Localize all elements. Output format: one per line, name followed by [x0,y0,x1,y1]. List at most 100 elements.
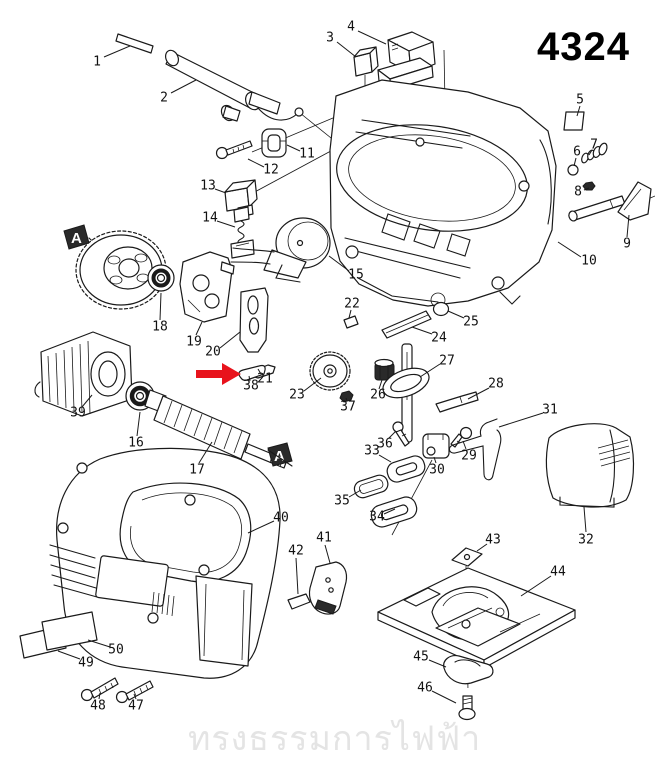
part-label-28: 28 [488,377,504,392]
leader-line-part-8 [583,187,590,191]
part-24-bar [381,310,432,339]
leader-line-part-41 [324,544,331,564]
part-label-21: 21 [257,372,273,387]
part-26-bushing [374,358,395,381]
leader-line-part-14 [216,220,236,228]
part-label-15: 15 [348,268,364,283]
leader-line-part-31 [498,412,544,428]
leader-line-part-38 [248,375,251,382]
part-35-pad [353,474,389,499]
leader-line-part-50 [87,639,111,648]
part-label-27: 27 [439,354,455,369]
part-label-41: 41 [316,531,332,546]
part-label-11: 11 [299,147,315,162]
part-29-screw [450,426,473,448]
part-label-1: 1 [93,55,101,70]
part-label-2: 2 [160,91,168,106]
part-label-45: 45 [413,650,429,665]
part-label-40: 40 [273,511,289,526]
part-label-49: 49 [78,656,94,671]
a-marker-2-label: A [274,448,285,465]
leader-line-part-36 [388,430,397,439]
leader-line-part-20 [219,331,241,349]
leader-line-part-33 [378,454,392,463]
part-6-oring [567,164,579,176]
leader-line-part-2 [170,79,197,94]
part-label-8: 8 [574,185,582,200]
part-label-22: 22 [344,297,360,312]
part-label-25: 25 [463,315,479,330]
part-label-18: 18 [152,320,168,335]
part-3-block [353,46,379,77]
a-marker-1-label: A [71,230,82,247]
part-41-blade-holder [308,561,348,615]
leader-line-part-49 [57,650,81,660]
part-50-nameplate [41,611,98,651]
leader-line-part-21 [257,368,262,375]
part-15-motor-end [230,217,331,283]
part-label-7: 7 [590,138,598,153]
leader-line-part-44 [520,575,552,597]
part-12-screw [215,140,253,160]
part-34-plate [370,496,418,528]
part-32-cover [545,423,635,508]
part-1-rod [115,33,154,54]
part-22-pin [343,315,359,329]
part-40-housing [49,447,281,679]
part-42-pin [287,593,311,610]
leader-line-part-28 [467,387,490,400]
part-10-gear-housing [329,79,557,308]
leader-line-part-35 [348,489,362,498]
part-33-plate [386,455,426,483]
part-47-screw [115,680,154,704]
part-label-46: 46 [417,681,433,696]
part-28-wedge [435,391,479,413]
watermark-text: ทรงธรรมการไฟฟ้า [188,719,481,759]
part-label-38: 38 [243,379,259,394]
leader-line-part-39 [81,394,93,408]
leader-line-part-15 [328,255,350,272]
leader-line-part-9 [626,214,630,238]
part-43-plate [451,547,483,567]
part-25-ball [432,301,450,317]
leader-line-part-3 [336,41,357,58]
leader-line-part-13 [214,188,227,194]
part-label-39: 39 [70,406,86,421]
part-44-base [377,567,576,669]
part-label-32: 32 [578,533,594,548]
part-39-field [34,331,133,417]
helical-gear [75,230,167,310]
part-label-35: 35 [334,494,350,509]
leader-line-part-18 [159,292,162,321]
leader-line-part-11 [286,144,301,152]
part-label-24: 24 [431,331,447,346]
part-31-wire-hook [448,418,502,481]
leader-line-part-22 [348,309,352,319]
part-label-43: 43 [485,533,501,548]
part-label-12: 12 [263,163,279,178]
part-label-13: 13 [200,179,216,194]
part-11-cord-clip [261,128,287,158]
leader-line-part-26 [378,379,383,390]
part-label-16: 16 [128,436,144,451]
part-label-33: 33 [364,444,380,459]
part-label-3: 3 [326,31,334,46]
part-label-6: 6 [573,145,581,160]
part-label-23: 23 [289,388,305,403]
leader-line-part-27 [419,363,441,378]
part-48-screw [80,677,119,702]
leader-line-part-7 [588,149,593,156]
part-45-clamp [443,655,494,685]
part-46-screw [458,695,476,721]
leader-line-part-34 [383,508,396,515]
part-label-14: 14 [202,211,218,226]
part-8-nut [582,181,596,191]
leader-line-part-16 [136,411,141,437]
part-18-bearing [147,264,175,292]
leader-line-part-46 [431,690,457,704]
part-label-20: 20 [205,345,221,360]
leader-line-part-12 [247,158,265,168]
part-label-26: 26 [370,388,386,403]
